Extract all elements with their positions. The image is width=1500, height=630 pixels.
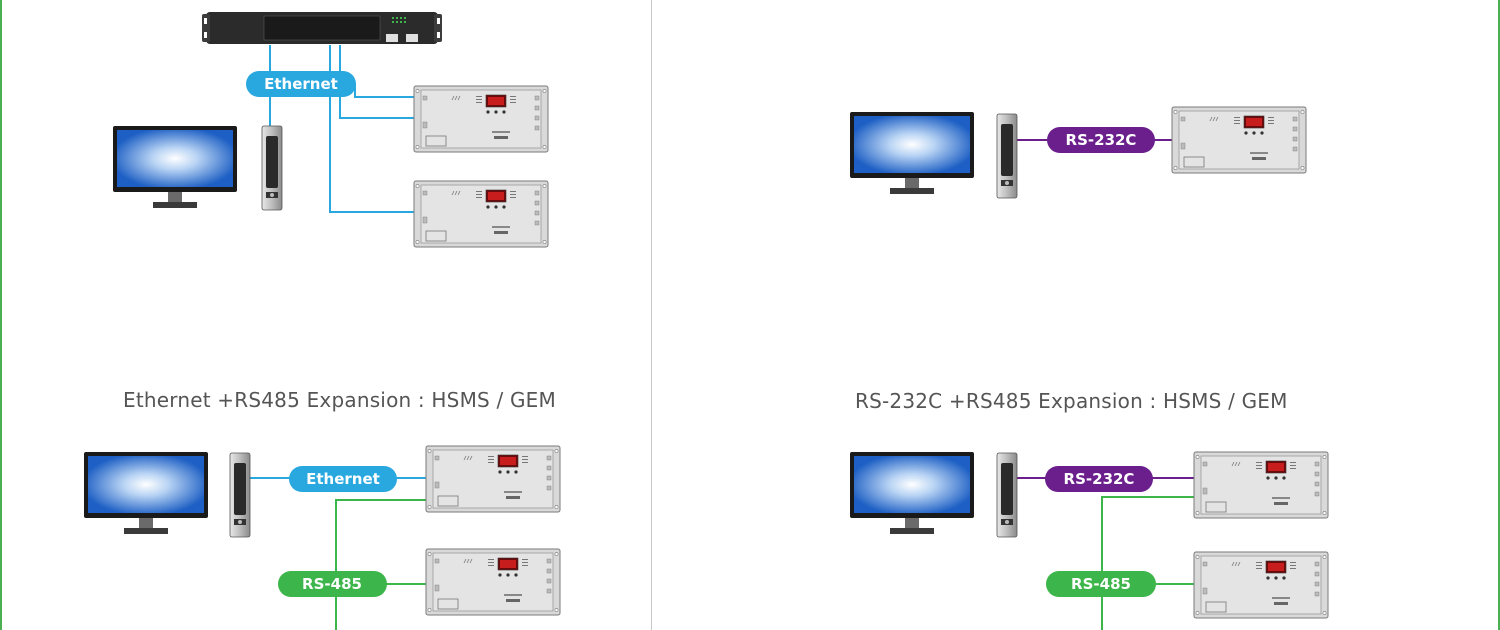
controller-device-1 bbox=[1193, 451, 1329, 519]
pc-tower-icon bbox=[996, 113, 1018, 199]
controller-device-2 bbox=[1193, 551, 1329, 619]
rs232c-pill: RS-232C bbox=[1047, 127, 1155, 153]
rs232c-rs485-scenario: RS-232C RS-485 bbox=[850, 451, 1329, 630]
controller-device bbox=[1171, 106, 1307, 174]
controller-device-1 bbox=[425, 445, 561, 513]
caption-ethernet-rs485: Ethernet +RS485 Expansion : HSMS / GEM bbox=[123, 388, 556, 412]
rs485-label: RS-485 bbox=[302, 575, 362, 593]
network-switch bbox=[201, 11, 443, 45]
rs232c-pill: RS-232C bbox=[1045, 466, 1153, 492]
monitor-icon bbox=[84, 452, 208, 534]
ethernet-pill: Ethernet bbox=[289, 466, 397, 492]
rs485-pill: RS-485 bbox=[278, 571, 387, 597]
ethernet-link-lines bbox=[269, 45, 424, 213]
ethernet-label: Ethernet bbox=[306, 470, 380, 488]
monitor-icon bbox=[850, 112, 974, 194]
monitor-icon bbox=[850, 452, 974, 534]
ethernet-rs485-scenario: Ethernet RS-485 bbox=[84, 445, 561, 630]
rs485-pill: RS-485 bbox=[1046, 571, 1156, 597]
ethernet-pill: Ethernet bbox=[246, 71, 356, 97]
controller-device-1 bbox=[413, 85, 549, 153]
pc-tower-icon bbox=[229, 452, 251, 538]
monitor-icon bbox=[113, 126, 237, 208]
right-border bbox=[1498, 0, 1500, 630]
rs485-label: RS-485 bbox=[1071, 575, 1131, 593]
caption-rs232c-rs485: RS-232C +RS485 Expansion : HSMS / GEM bbox=[855, 389, 1288, 413]
rs232c-label: RS-232C bbox=[1064, 470, 1135, 488]
rs232c-direct-scenario: RS-232C bbox=[850, 106, 1307, 199]
pc-tower-icon bbox=[261, 125, 283, 211]
controller-device-2 bbox=[425, 548, 561, 616]
pc-tower-icon bbox=[996, 452, 1018, 538]
center-divider bbox=[651, 0, 652, 630]
left-border bbox=[0, 0, 2, 630]
ethernet-switch-scenario: Ethernet bbox=[113, 11, 549, 248]
rs232c-label: RS-232C bbox=[1066, 131, 1137, 149]
controller-device-2 bbox=[413, 180, 549, 248]
ethernet-label: Ethernet bbox=[264, 75, 338, 93]
